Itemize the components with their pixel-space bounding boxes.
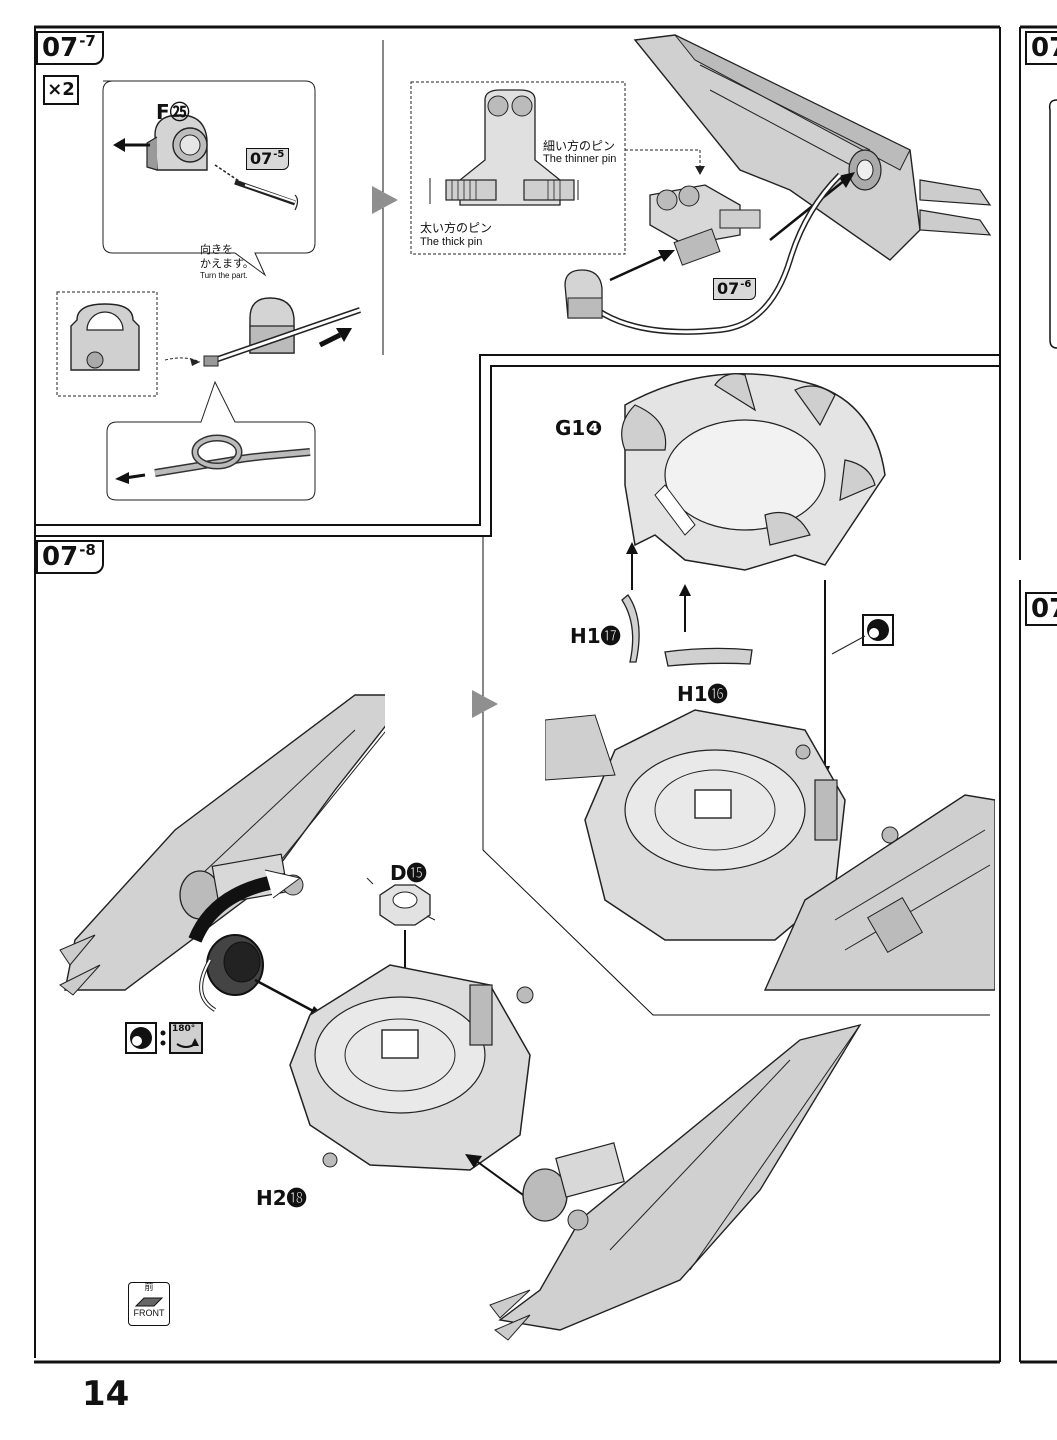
part-label-h1-16: H1⓰ xyxy=(677,682,728,706)
wing-right-lower xyxy=(465,1023,862,1341)
ref-number: 07 xyxy=(250,149,273,168)
thin-pin-jp: 細い方のピン xyxy=(543,139,616,153)
part-label-d15: D⓯ xyxy=(390,861,427,885)
knot-detail-callout xyxy=(106,380,316,501)
pin-comparison-diagram xyxy=(410,81,705,255)
turn-part-jp-line1: 向きを xyxy=(200,243,233,256)
thick-pin-en: The thick pin xyxy=(420,236,483,248)
part-label-g1-4: G1❹ xyxy=(555,416,603,440)
turn-part-en: Turn the part. xyxy=(200,271,248,280)
step-sub-number: -7 xyxy=(79,32,96,50)
detail-box-part-back xyxy=(56,291,158,397)
assembled-body-lower xyxy=(289,964,534,1171)
turn-part-jp-line2: かえます。 xyxy=(200,257,254,270)
step-number: 07 xyxy=(42,542,79,572)
paint-marker-icon xyxy=(862,614,894,646)
part-label-h1-17: H1⓱ xyxy=(570,624,621,648)
multiplier-badge: ×2 xyxy=(43,75,79,105)
part-label-f25: F㉕ xyxy=(156,100,190,124)
thick-pin-jp: 太い方のピン xyxy=(420,221,493,235)
wing-joint-assembly xyxy=(564,34,992,335)
front-direction-icon: 前 FRONT xyxy=(128,1282,170,1326)
wing-left xyxy=(59,694,385,996)
part-label-h2-18: H2⓲ xyxy=(256,1186,307,1210)
front-en-label: FRONT xyxy=(133,1308,165,1318)
step-tag-07-7: 07 -7 xyxy=(36,31,104,65)
step-sub-number: -8 xyxy=(79,541,96,559)
paint-and-rotate-icons xyxy=(125,1022,203,1054)
part-f-with-wire xyxy=(164,297,361,367)
black-joint-part xyxy=(199,934,325,1018)
page-number: 14 xyxy=(82,1374,130,1414)
ref-tag-07-5: 07 -5 xyxy=(246,148,290,170)
ref-tag-07-6: 07 -6 xyxy=(713,278,757,300)
rotate-180-label: 180° xyxy=(172,1024,196,1034)
callout-part-f-illustration xyxy=(102,80,316,277)
front-jp-label: 前 xyxy=(144,1283,154,1293)
ref-sub-number: -5 xyxy=(273,149,285,160)
small-parts-h1 xyxy=(621,542,753,667)
next-step-tag-partial-bottom: 07 xyxy=(1025,592,1057,626)
assembled-body-upper xyxy=(545,709,995,991)
cover-part-g1 xyxy=(621,373,886,571)
ref-sub-number: -6 xyxy=(740,279,752,290)
thin-pin-en: The thinner pin xyxy=(543,153,617,165)
next-step-tag-partial-top: 07 xyxy=(1025,31,1057,65)
ref-number: 07 xyxy=(717,279,740,298)
step-number: 07 xyxy=(42,33,79,63)
front-arrow-icon xyxy=(134,1297,164,1307)
step-tag-07-8: 07 -8 xyxy=(36,540,104,574)
